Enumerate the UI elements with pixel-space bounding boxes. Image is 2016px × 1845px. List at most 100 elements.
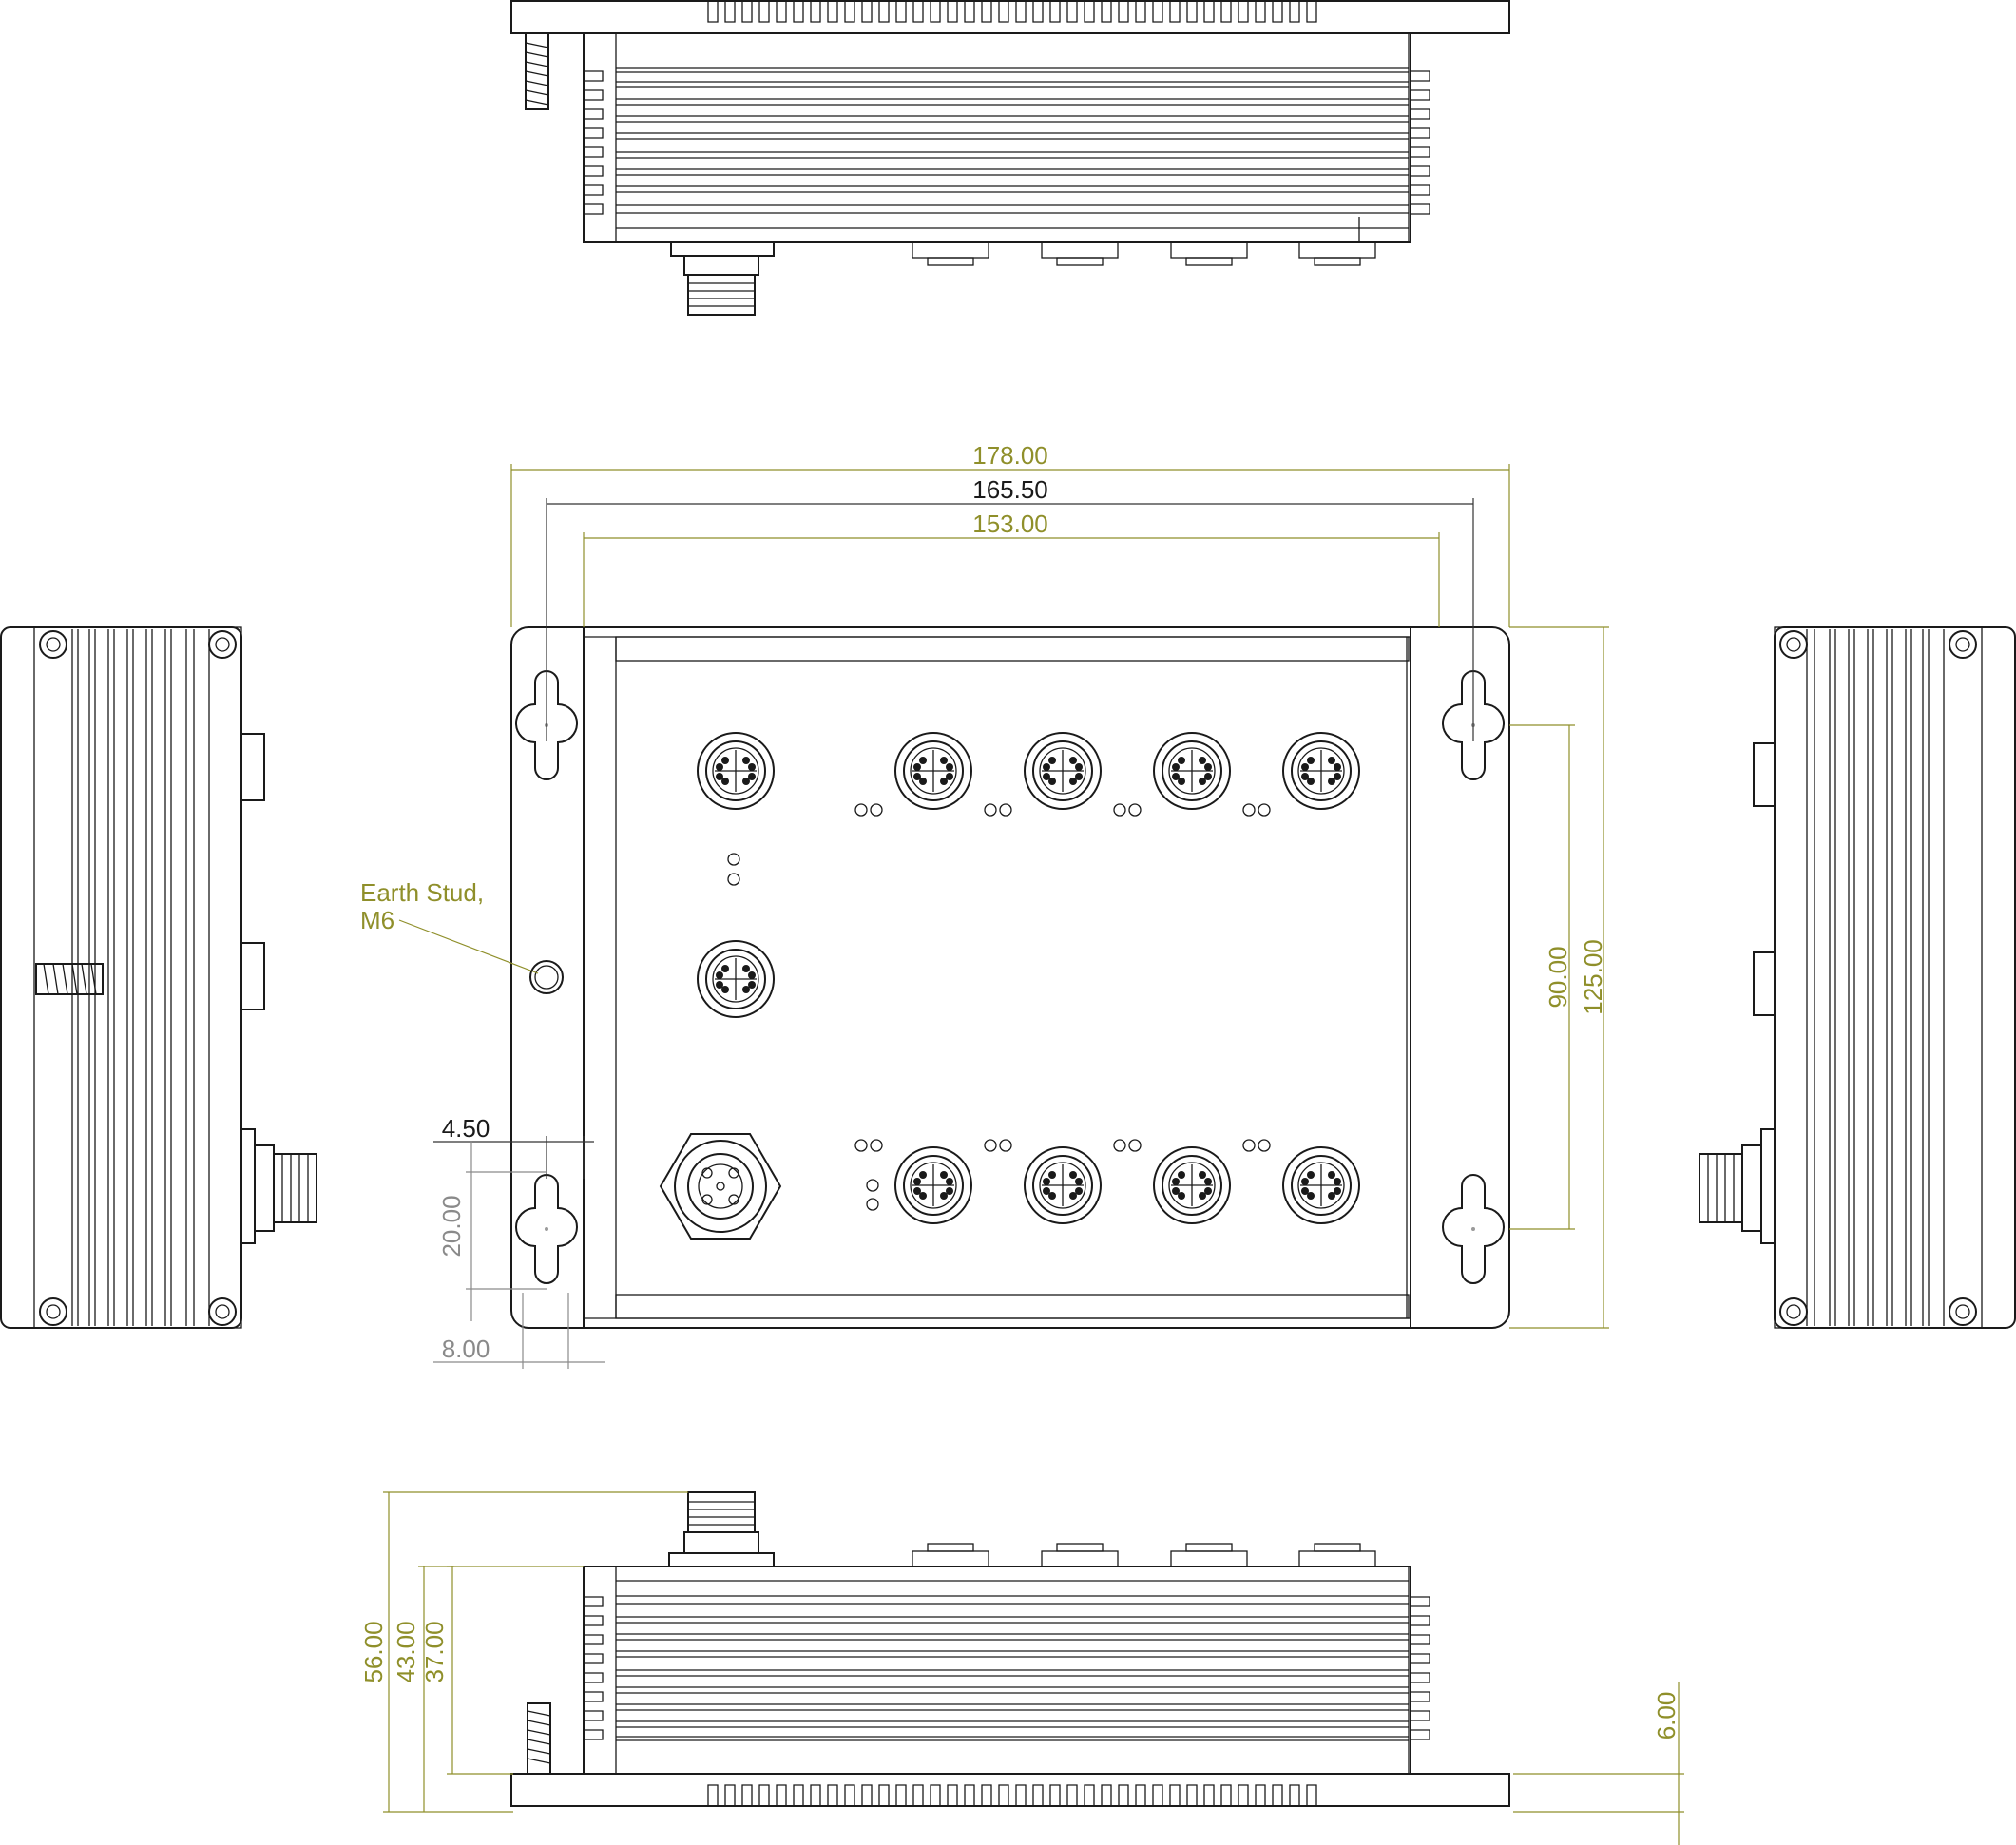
front-view: [510, 626, 1510, 1329]
fin: [707, 1, 1317, 23]
dim-90: 90.00: [1544, 946, 1572, 1008]
dim-178: 178.00: [972, 441, 1048, 470]
side-fin: [584, 1596, 1430, 1740]
top-fins: [707, 1, 1317, 23]
left-side-view: [0, 626, 317, 1329]
m12-pin: [1048, 757, 1056, 764]
m12-pin: [919, 778, 927, 785]
port-stub: [912, 1550, 989, 1567]
m12-port: [1153, 1146, 1231, 1224]
m12-port: [1282, 1146, 1360, 1224]
m12-pin: [716, 981, 723, 989]
status-led: [1128, 1139, 1142, 1152]
m12-pin: [1307, 1192, 1315, 1200]
mounting-slots: [515, 670, 1505, 1284]
status-led: [1113, 1139, 1126, 1152]
dim-20: 20.00: [437, 1195, 466, 1257]
slot-center: [1471, 1227, 1475, 1231]
m12-pin: [913, 1178, 921, 1185]
m12-port: [1024, 732, 1102, 810]
earth-stud-label-line1: Earth Stud,: [360, 878, 484, 907]
m12-pin: [1069, 1171, 1077, 1179]
port-stub-key: [1185, 1543, 1233, 1552]
m12-ports: [697, 732, 1360, 1224]
m12-port-face: [1168, 747, 1216, 795]
m12-pin: [748, 763, 756, 771]
m12-port-key: [715, 958, 757, 1000]
port-stub: [1298, 241, 1376, 259]
keyhole-slot: [1442, 1174, 1505, 1284]
port-stub: [1170, 241, 1248, 259]
port-stub: [1041, 241, 1119, 259]
status-led: [866, 1179, 879, 1192]
status-led: [1258, 803, 1271, 817]
m12-pin: [1328, 1192, 1335, 1200]
m12-port-inner: [1162, 1155, 1222, 1216]
m12-port-key: [1171, 1164, 1213, 1206]
m12-pin: [1307, 778, 1315, 785]
m12-pin: [940, 757, 948, 764]
earth-stud-bolt-bottom: [527, 1702, 551, 1775]
m12-port-key: [1300, 750, 1342, 792]
top-port-stubs: [912, 241, 1376, 266]
m12-pin: [721, 778, 729, 785]
m12-pin: [940, 778, 948, 785]
m12-pin: [940, 1171, 948, 1179]
port-stub-key: [1185, 257, 1233, 266]
m12-port-inner: [705, 949, 766, 1009]
status-led: [854, 1139, 868, 1152]
m12-port: [697, 732, 775, 810]
power-connector-left: [240, 1128, 317, 1244]
m12-pin: [1178, 757, 1185, 764]
m12-pin: [742, 965, 750, 972]
m12-pin: [1172, 1178, 1180, 1185]
m12-pin: [919, 757, 927, 764]
m12-pin: [1172, 773, 1180, 780]
m12-pin: [940, 1192, 948, 1200]
m12-pin: [1075, 1187, 1083, 1195]
m12-pin: [1178, 1171, 1185, 1179]
m12-pin: [913, 763, 921, 771]
m12-pin: [1204, 1187, 1212, 1195]
m12-pin: [919, 1171, 927, 1179]
m12-port: [697, 940, 775, 1018]
port-stub-key: [1314, 1543, 1361, 1552]
status-led: [727, 853, 740, 866]
power-connector-bottom: [668, 1491, 775, 1567]
m12-pin: [1204, 773, 1212, 780]
keyhole-slot: [1442, 670, 1505, 780]
m12-pin: [1199, 1171, 1206, 1179]
m12-pin: [1199, 757, 1206, 764]
status-led: [1242, 803, 1256, 817]
dim-165-50: 165.50: [972, 475, 1048, 504]
top-view: [510, 0, 1510, 316]
keyhole-slot: [515, 670, 578, 780]
m12-port-face: [1039, 1162, 1086, 1209]
m12-pin: [1172, 1187, 1180, 1195]
m12-port-inner: [1291, 1155, 1352, 1216]
power-connector-front: [659, 1133, 782, 1240]
status-led: [1128, 803, 1142, 817]
m12-pin: [1328, 1171, 1335, 1179]
m12-port-face: [1168, 1162, 1216, 1209]
m12-pin: [721, 965, 729, 972]
status-led: [1113, 803, 1126, 817]
right-side-view: [1699, 626, 2016, 1329]
port-stub: [912, 241, 989, 259]
m12-pin: [721, 757, 729, 764]
m12-port-key: [1042, 1164, 1084, 1206]
m12-pin: [1334, 763, 1341, 771]
m12-port-inner: [903, 1155, 964, 1216]
earth-stud: [529, 960, 564, 994]
m12-port-key: [1171, 750, 1213, 792]
m12-port-inner: [1032, 1155, 1093, 1216]
dim-153: 153.00: [972, 509, 1048, 538]
m12-pin: [716, 773, 723, 780]
port-stub: [1298, 1550, 1376, 1567]
m12-pin: [1301, 1178, 1309, 1185]
m12-pin: [1334, 773, 1341, 780]
m12-pin: [946, 773, 953, 780]
m12-port-inner: [1162, 740, 1222, 801]
m12-pin: [1075, 1178, 1083, 1185]
